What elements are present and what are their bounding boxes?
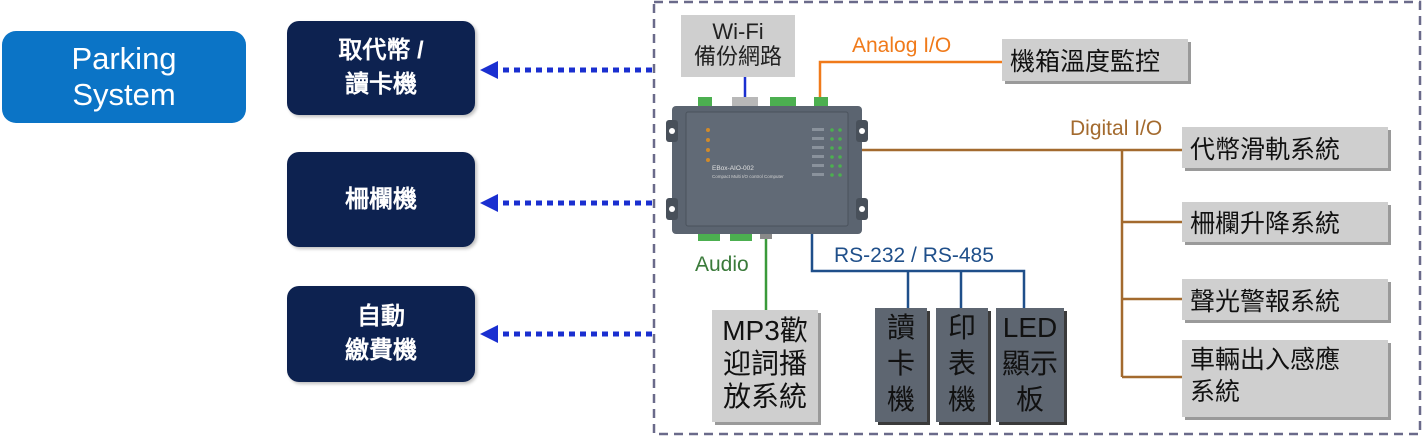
token-slide-system-box: 代幣滑軌系統 — [1182, 127, 1388, 168]
arrowhead-token-reader — [480, 61, 498, 79]
arrowhead-pay-station — [480, 325, 498, 343]
system-boundary-frame — [652, 0, 1422, 436]
digital-lines — [860, 148, 1240, 379]
analog-io-label: Analog I/O — [852, 34, 952, 57]
arrowhead-barrier — [480, 194, 498, 212]
serial-label: RS-232 / RS-485 — [834, 244, 994, 267]
parking-system-box: Parking System — [2, 31, 246, 123]
chassis-temperature-box: 機箱溫度監控 — [1002, 39, 1188, 81]
device-subtitle-text: Compact Multi I/O control Computer — [712, 174, 784, 179]
digital-io-label: Digital I/O — [1070, 117, 1163, 140]
analog-line — [818, 60, 1002, 104]
audio-label: Audio — [695, 253, 749, 276]
token-card-reader-box: 取代幣 / 讀卡機 — [287, 21, 475, 115]
vehicle-sensor-system-box: 車輛出入感應 系統 — [1182, 340, 1388, 417]
pay-station-box: 自動 繳費機 — [287, 286, 475, 382]
mp3-welcome-system-box: MP3歡 迎詞播 放系統 — [712, 310, 818, 422]
sound-light-alarm-box: 聲光警報系統 — [1182, 279, 1388, 320]
card-reader-box: 讀 卡 機 — [875, 308, 927, 422]
led-display-box: LED 顯示 板 — [996, 308, 1064, 422]
ebox-device-illustration: EBox-AIO-002 Compact Multi I/O control C… — [666, 97, 868, 241]
barrier-lift-system-box: 柵欄升降系統 — [1182, 202, 1388, 242]
barrier-gate-box: 柵欄機 — [287, 152, 475, 247]
serial-lines — [810, 232, 1026, 308]
device-name-text: EBox-AIO-002 — [712, 165, 754, 172]
printer-box: 印 表 機 — [936, 308, 988, 422]
wifi-backup-box: Wi-Fi 備份網路 — [681, 15, 795, 77]
